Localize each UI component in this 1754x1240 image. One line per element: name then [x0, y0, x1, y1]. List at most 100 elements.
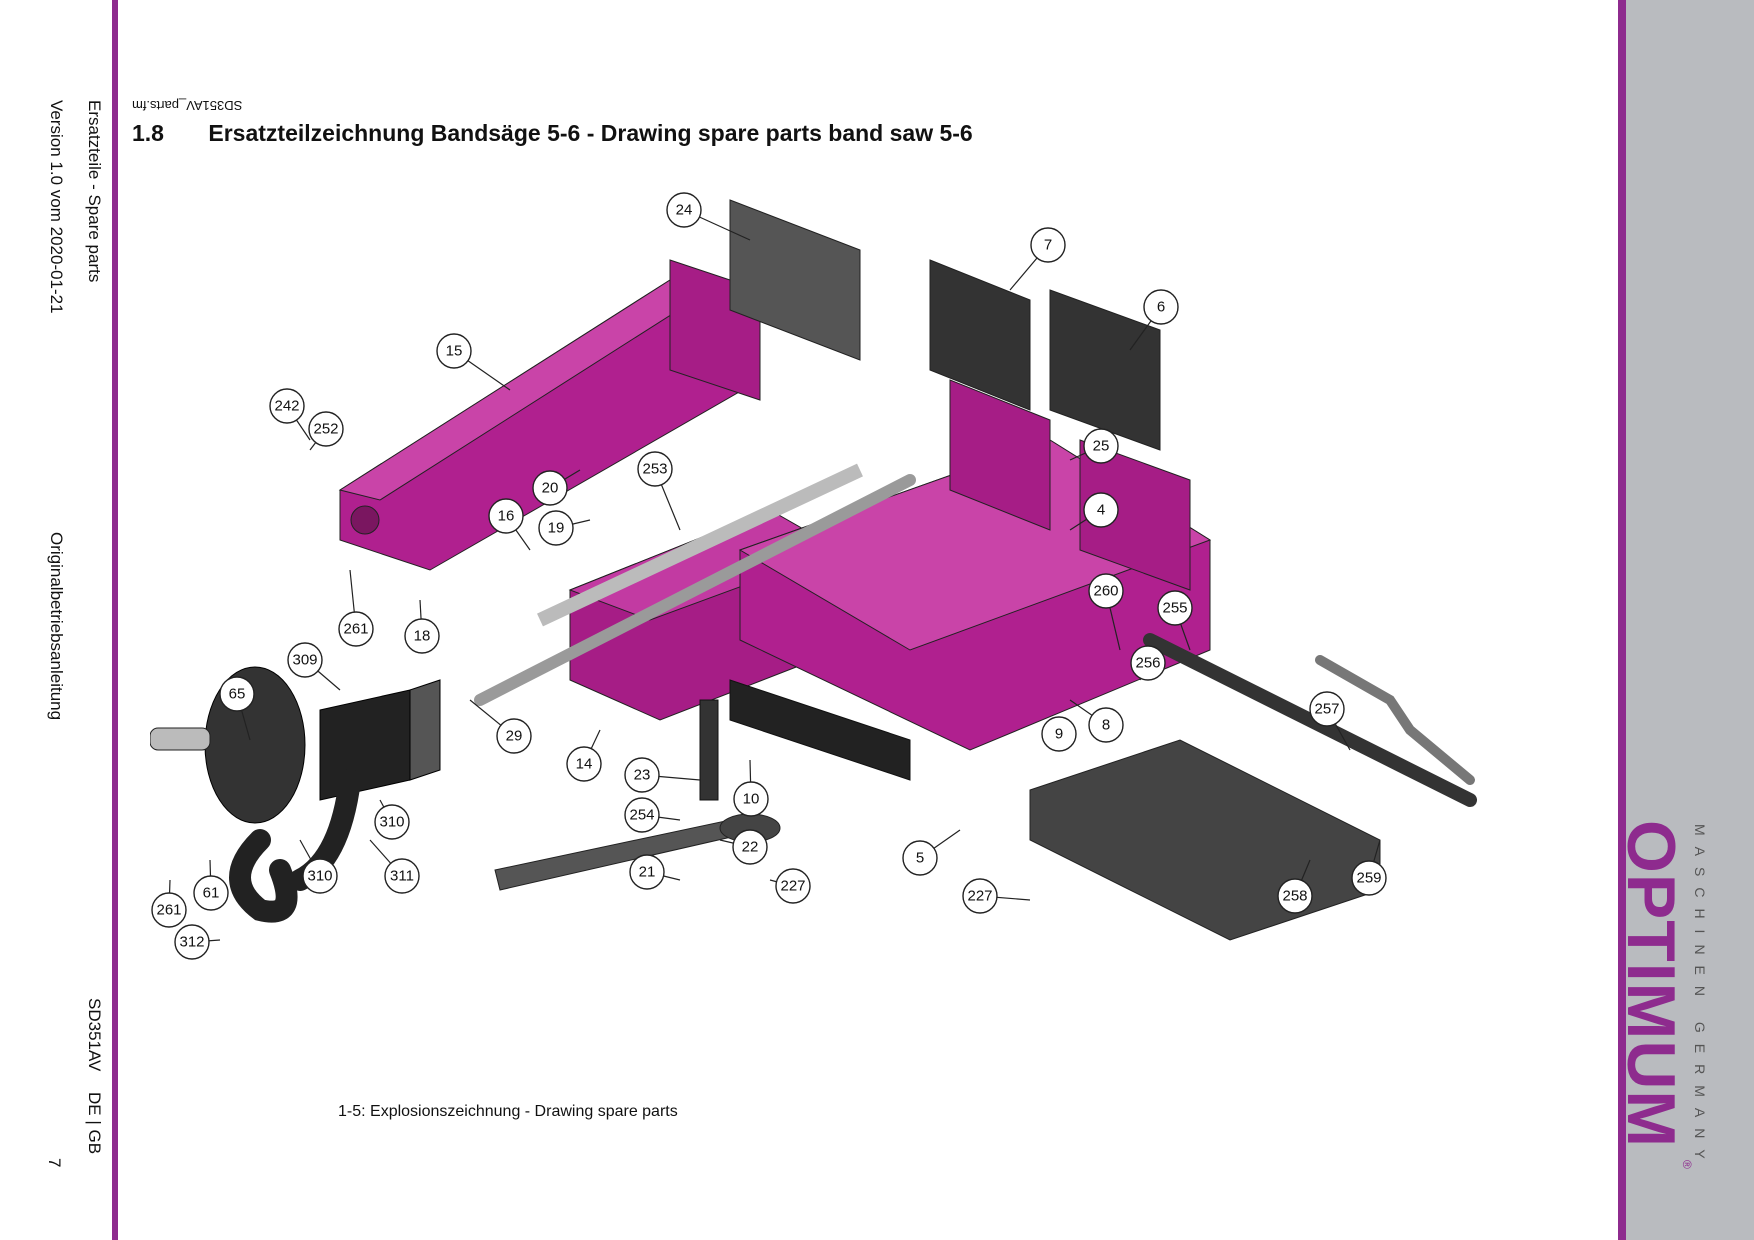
callout-number: 261 [343, 621, 368, 638]
callout-number: 256 [1135, 655, 1160, 672]
part-callout-252: 252 [308, 411, 344, 447]
callout-circle [1088, 573, 1124, 609]
callout-number: 23 [634, 767, 651, 784]
callout-number: 5 [916, 850, 924, 867]
part-callout-7: 7 [1030, 227, 1066, 263]
part-callout-256: 256 [1130, 645, 1166, 681]
model-text: SD351AV [85, 998, 104, 1072]
callout-circle [496, 718, 532, 754]
part-callout-261: 261 [338, 611, 374, 647]
callout-circle [1083, 492, 1119, 528]
callout-circle [151, 892, 187, 928]
callout-circle [308, 411, 344, 447]
rod-255-part [1315, 655, 1475, 785]
callout-circle [302, 858, 338, 894]
callout-circle [1309, 691, 1345, 727]
callout-number: 19 [548, 520, 565, 537]
left-accent-bar [112, 0, 118, 1240]
callout-number: 61 [203, 885, 220, 902]
callout-number: 254 [629, 807, 654, 824]
section-number: 1.8 [132, 120, 164, 146]
jaw-right-part [1079, 439, 1191, 591]
brand-sidebar [1626, 0, 1754, 1240]
callout-number: 258 [1282, 888, 1307, 905]
callout-number: 10 [743, 791, 760, 808]
callout-number: 4 [1097, 502, 1105, 519]
part-callout-65: 65 [219, 676, 255, 712]
callout-number: 310 [379, 814, 404, 831]
part-callout-309: 309 [287, 642, 323, 678]
callout-number: 311 [390, 868, 414, 885]
category-text: Ersatzteile - Spare parts [85, 100, 104, 283]
part-callout-310: 310 [302, 858, 338, 894]
key-21-part [494, 819, 741, 891]
callout-circle [436, 333, 472, 369]
callout-circle [1143, 289, 1179, 325]
part-callout-255: 255 [1157, 590, 1193, 626]
jaw-left-part [949, 379, 1051, 531]
part-callout-5: 5 [902, 840, 938, 876]
callout-circle [637, 451, 673, 487]
part-callout-25: 25 [1083, 428, 1119, 464]
part-callout-61: 61 [193, 875, 229, 911]
callout-number: 14 [576, 756, 593, 773]
callout-circle [532, 470, 568, 506]
part-callout-22: 22 [732, 829, 768, 865]
callout-circle [962, 878, 998, 914]
shaft-29-part [474, 474, 916, 706]
file-name: SD351AV_parts.fm [132, 98, 243, 113]
callout-circle [1030, 227, 1066, 263]
page-number: 7 [45, 1158, 64, 1168]
part-callout-9: 9 [1041, 716, 1077, 752]
part-callout-19: 19 [538, 510, 574, 546]
callout-number: 65 [229, 686, 246, 703]
callout-number: 227 [967, 888, 992, 905]
callout-number: 309 [292, 652, 317, 669]
callout-circle [1157, 590, 1193, 626]
part-callout-311: 311 [384, 858, 420, 894]
callout-number: 9 [1055, 726, 1063, 743]
callout-number: 253 [642, 461, 667, 478]
callout-number: 20 [542, 480, 559, 497]
part-callout-261: 261 [151, 892, 187, 928]
callout-circle [1041, 716, 1077, 752]
callout-circle [775, 868, 811, 904]
part-callout-14: 14 [566, 746, 602, 782]
callout-number: 242 [274, 398, 299, 415]
part-callout-258: 258 [1277, 878, 1313, 914]
callout-circle [1083, 428, 1119, 464]
part-callout-21: 21 [629, 854, 665, 890]
housing-309-part [319, 689, 411, 801]
callout-circle [384, 858, 420, 894]
part-callout-254: 254 [624, 797, 660, 833]
base-plate-5-part [1029, 739, 1381, 941]
callout-circle [624, 757, 660, 793]
part-callout-18: 18 [404, 618, 440, 654]
part-callout-227: 227 [962, 878, 998, 914]
callout-circle [174, 924, 210, 960]
part-callout-29: 29 [496, 718, 532, 754]
callout-number: 8 [1102, 717, 1110, 734]
callout-number: 260 [1093, 583, 1118, 600]
callout-circle [287, 642, 323, 678]
callout-circle [404, 618, 440, 654]
part-callout-242: 242 [269, 388, 305, 424]
callout-circle [1088, 707, 1124, 743]
part-callout-257: 257 [1309, 691, 1345, 727]
callout-number: 257 [1314, 701, 1339, 718]
part-callout-260: 260 [1088, 573, 1124, 609]
callout-circle [488, 498, 524, 534]
callout-circle [624, 797, 660, 833]
hose-312-part [229, 829, 298, 923]
callout-circle [338, 611, 374, 647]
callout-number: 25 [1093, 438, 1110, 455]
callout-number: 7 [1044, 237, 1052, 254]
callout-number: 259 [1356, 870, 1381, 887]
part-callout-310: 310 [374, 804, 410, 840]
callout-circle [1277, 878, 1313, 914]
callout-circle [566, 746, 602, 782]
brand-name: OPTIMUM [1613, 820, 1689, 1149]
callout-number: 6 [1157, 299, 1165, 316]
brand-tagline: MASCHINEN GERMANY [1692, 824, 1708, 1170]
